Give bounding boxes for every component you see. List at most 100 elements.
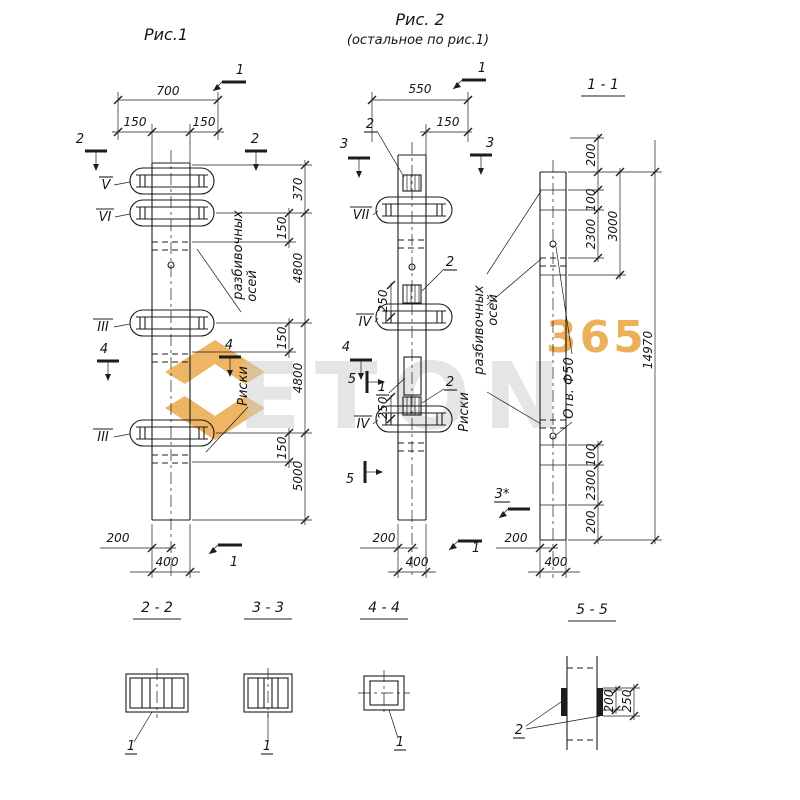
section-5-5: 5 - 5 2 200 250 — [513, 602, 640, 750]
dim-150-a: 150 — [275, 216, 289, 239]
dim-400: 400 — [406, 555, 429, 569]
fig3-notes: Отв. Ф50 Риски разбивочных осей — [457, 190, 577, 436]
fig1-drawing: V VI III III 700 — [76, 63, 312, 578]
cut-3-left: 3 — [340, 137, 348, 152]
mark-plate-right — [597, 688, 603, 716]
fig2-top-dimensions: 550 150 — [367, 82, 473, 155]
fig1-collar-v — [129, 167, 215, 195]
dim-150-b: 150 — [275, 326, 289, 349]
dim-3000: 3000 — [606, 210, 620, 241]
mark-label-iii-b: III — [97, 430, 109, 445]
fig1-mark-labels: V VI III III — [93, 176, 131, 445]
fig2-side-dimensions: 250 250 — [376, 280, 396, 424]
fig1-cut-marks: 1 2 2 4 4 1 — [76, 63, 267, 570]
dim-200-bot: 200 — [584, 510, 598, 533]
mark-label-vii: VII — [353, 208, 370, 223]
cut-4-right: 4 — [225, 338, 233, 353]
dim-250: 250 — [620, 689, 634, 712]
dim-370: 370 — [291, 177, 305, 200]
fig1-right-dimensions: 370 150 4800 150 4800 150 5000 — [192, 160, 312, 525]
fig2-title: Рис. 2 — [395, 10, 444, 29]
figure-titles: Рис.1 Рис. 2 (остальное по рис.1) 1 - 1 — [144, 10, 625, 97]
section-1-1-title: 1 - 1 — [587, 77, 619, 93]
note-hole-f50: Отв. Ф50 — [562, 357, 577, 418]
mark-label-vi: VI — [99, 210, 112, 225]
fig1-collar-iii-b — [129, 419, 215, 447]
cut-2-left: 2 — [76, 132, 84, 147]
watermark-number: 365 — [546, 312, 647, 363]
fig2-collar-vii — [375, 196, 453, 224]
dim-150: 150 — [437, 115, 460, 129]
section-2-2: 2 - 2 1 — [125, 600, 189, 755]
dim-2300-top: 2300 — [584, 218, 598, 249]
section-4-4: 4 - 4 1 — [358, 600, 410, 751]
note-osey: осей — [245, 270, 260, 302]
dim-400: 400 — [156, 555, 179, 569]
dim-14970: 14970 — [641, 331, 655, 370]
dim-200: 200 — [107, 531, 130, 545]
section-3-3-item-label: 1 — [263, 739, 271, 754]
dim-150-left: 150 — [124, 115, 147, 129]
fig2-subtitle: (остальное по рис.1) — [347, 33, 489, 48]
cut-5-lower: 5 — [346, 472, 354, 487]
note-razbivochnyh: разбивочных — [231, 210, 246, 301]
cut-4-left: 4 — [100, 342, 108, 357]
dim-200-top: 200 — [584, 143, 598, 166]
fig1-notes: разбивочных осей Риски — [196, 210, 260, 453]
dim-100-bot: 100 — [584, 443, 598, 466]
fig1-collar-vi — [129, 199, 215, 227]
detail-2-low-label: 2 — [446, 375, 454, 390]
dim-250-b: 250 — [376, 396, 390, 419]
note-razbivochnyh: разбивочных — [472, 285, 487, 376]
fig2-collar-iv-a — [375, 303, 453, 331]
fig1-collar-iii-a — [129, 309, 215, 337]
dim-2300-bot: 2300 — [584, 469, 598, 500]
mark-label-iv-b: IV — [357, 417, 371, 432]
dim-100-top: 100 — [584, 188, 598, 211]
dim-550: 550 — [409, 82, 432, 96]
fig2-mark-labels: VII IV IV — [350, 206, 379, 432]
fig1-column — [151, 150, 191, 578]
dim-150-right: 150 — [193, 115, 216, 129]
mark-label-iii-a: III — [97, 320, 109, 335]
fig2-cut-marks: 1 3 3 4 5 5 1 — [340, 61, 494, 556]
note-riski: Риски — [457, 392, 472, 432]
section-5-5-title: 5 - 5 — [576, 602, 608, 618]
fig2-bottom-dimensions: 200 400 — [360, 524, 436, 578]
cut-5-upper: 5 — [348, 372, 356, 387]
dim-4800-a: 4800 — [291, 252, 305, 283]
section-5-5-item-label: 2 — [515, 723, 523, 738]
dim-5000: 5000 — [291, 460, 305, 491]
mark-label-iv-a: IV — [359, 315, 373, 330]
cut-1-top: 1 — [478, 61, 486, 76]
fig2-callouts: 2 2 2 1 — [364, 117, 457, 404]
dim-200: 200 — [602, 689, 616, 712]
detail-2-top-label: 2 — [366, 117, 374, 132]
cut-1-top: 1 — [236, 63, 244, 78]
cut-2-right: 2 — [251, 132, 259, 147]
section-2-2-item-label: 1 — [127, 739, 135, 754]
fig3-drawing: 200 100 2300 3000 14970 100 2300 200 Отв… — [457, 133, 662, 578]
mark-plate-left — [561, 688, 567, 716]
section-4-4-item-label: 1 — [396, 735, 404, 750]
section-3-3: 3 - 3 1 — [243, 600, 293, 755]
cut-1-bottom: 1 — [472, 541, 480, 556]
dim-250-a: 250 — [376, 289, 390, 312]
fig1-bottom-dimensions: 200 400 — [100, 524, 200, 578]
section-2-2-title: 2 - 2 — [141, 600, 173, 616]
item-1-label: 1 — [378, 380, 386, 395]
fig1-title: Рис.1 — [144, 25, 188, 44]
note-riski: Риски — [236, 366, 251, 406]
fig3-column — [539, 160, 567, 578]
fig2-drawing: VII IV IV 550 150 250 — [340, 61, 494, 578]
dim-200: 200 — [505, 531, 528, 545]
fig1-top-dimensions: 700 150 150 — [112, 84, 224, 163]
dim-700: 700 — [157, 84, 180, 98]
cut-1-bottom: 1 — [230, 555, 238, 570]
mark-label-v: V — [102, 178, 112, 193]
cut-3-star: 3* — [495, 487, 510, 502]
dim-150-c: 150 — [275, 436, 289, 459]
note-osey: осей — [486, 294, 501, 326]
dim-200: 200 — [373, 531, 396, 545]
